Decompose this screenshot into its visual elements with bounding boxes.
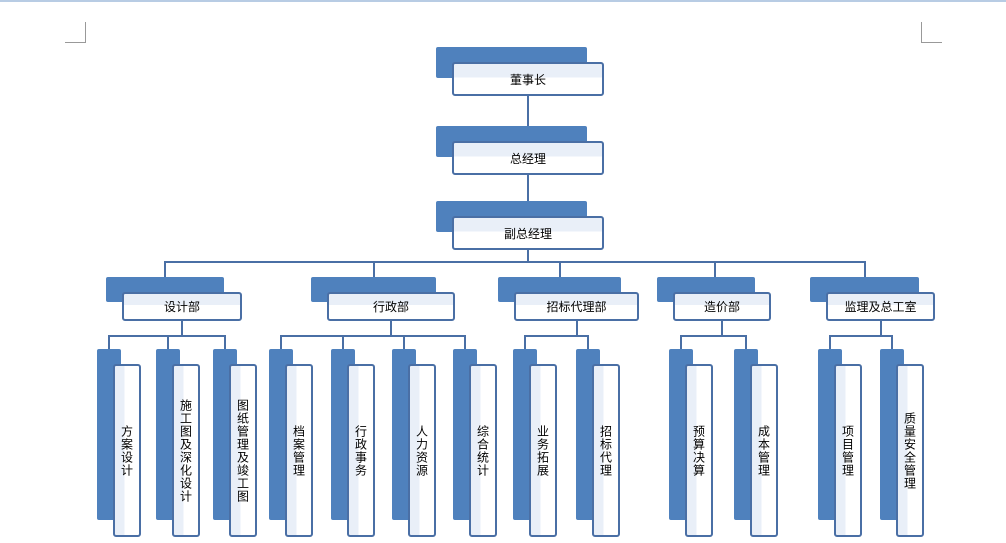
connector-line [745,335,747,349]
connector-line [721,321,723,336]
node-top-1: 总经理 [452,141,604,175]
unit-3-0: 预算决算 [685,364,713,537]
connector-line [527,96,529,126]
node-top-2: 副总经理 [452,216,604,250]
department-1: 行政部 [327,292,455,321]
unit-0-0: 方案设计 [113,364,141,537]
connector-line [527,175,529,201]
unit-0-1: 施工图及深化设计 [172,364,200,537]
connector-line [587,335,589,349]
unit-3-1: 成本管理 [750,364,778,537]
connector-line [575,321,578,336]
connector-line [108,335,110,349]
node-top-0: 董事长 [452,62,604,96]
connector-line [280,335,466,337]
connector-line [373,262,375,277]
page-corner-mark [65,22,86,43]
connector-line [181,321,183,336]
connector-line [879,321,882,336]
connector-line [527,249,529,263]
connector-line [167,335,169,349]
connector-line [891,335,893,349]
connector-line [524,335,589,337]
department-4: 监理及总工室 [826,292,935,321]
connector-line [524,335,526,349]
connector-line [864,262,866,277]
unit-2-1: 招标代理 [592,364,620,537]
connector-line [403,335,405,349]
unit-4-1: 质量安全管理 [896,364,924,537]
department-3: 造价部 [673,292,771,321]
unit-1-1: 行政事务 [347,364,375,537]
unit-4-0: 项目管理 [834,364,862,537]
department-0: 设计部 [122,292,242,321]
connector-line [714,262,716,277]
connector-line [464,335,466,349]
page-top-border [0,0,1006,2]
unit-2-0: 业务拓展 [529,364,557,537]
unit-1-0: 档案管理 [285,364,313,537]
connector-line [164,262,166,277]
connector-line [224,335,226,349]
unit-1-3: 综合统计 [469,364,497,537]
connector-line [829,335,893,337]
connector-line [390,321,392,336]
unit-0-2: 图纸管理及竣工图 [229,364,257,537]
connector-line [829,335,831,349]
connector-line [342,335,344,349]
connector-line [680,335,747,337]
department-2: 招标代理部 [514,292,639,321]
connector-line [680,335,682,349]
connector-line [280,335,282,349]
page-corner-mark [921,22,942,43]
connector-line [164,261,866,263]
connector-line [559,262,561,277]
unit-1-2: 人力资源 [408,364,436,537]
